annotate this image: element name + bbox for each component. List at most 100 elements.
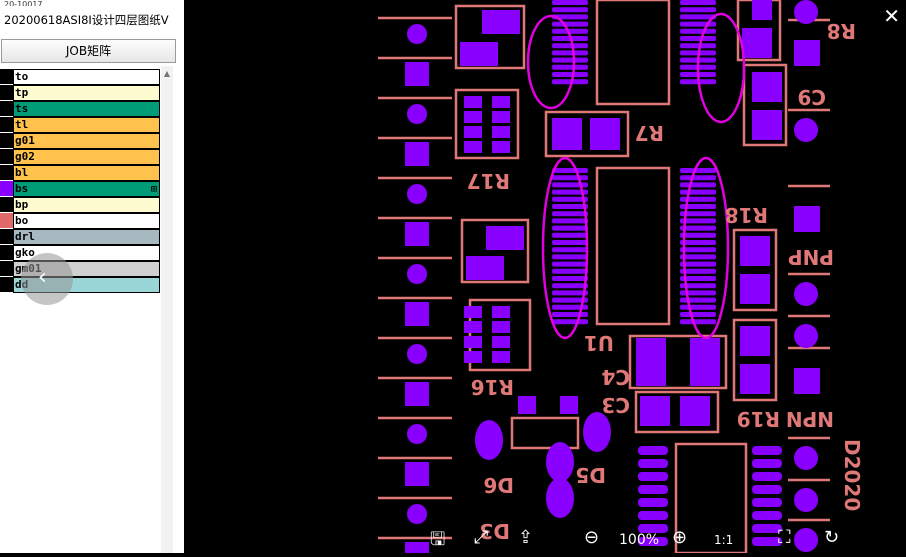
close-icon[interactable]: ✕ [883, 4, 900, 28]
round-pad [407, 24, 427, 44]
layer-row-to[interactable]: to [0, 69, 160, 85]
ic-pin [680, 0, 716, 5]
ic-pin [752, 459, 782, 468]
array-pad [492, 336, 510, 348]
refdes-label: R18 [725, 203, 768, 227]
round-pad [794, 324, 818, 348]
component-outline [454, 88, 520, 160]
refdes-label: D3 [479, 519, 510, 543]
ic-pin [680, 261, 716, 267]
refdes-label: R7 [635, 121, 664, 145]
round-pad [794, 528, 818, 552]
ic-pin [680, 175, 716, 181]
ic-pin [552, 218, 588, 224]
ic-pin [552, 312, 588, 317]
layer-color-swatch[interactable] [0, 229, 13, 244]
layer-color-swatch[interactable] [0, 213, 13, 228]
component-outline [628, 334, 728, 390]
component-outline [742, 63, 788, 147]
ic-pin [552, 211, 588, 217]
expand-icon[interactable]: ⊞ [150, 184, 157, 195]
smd-pad [460, 42, 498, 66]
square-pad [405, 222, 429, 246]
job-matrix-button[interactable]: JOB矩阵 [1, 39, 176, 63]
chevron-left-icon: ‹ [38, 265, 47, 290]
layer-row-bo[interactable]: bo [0, 213, 160, 229]
layer-color-swatch[interactable] [0, 149, 13, 164]
layer-color-swatch[interactable] [0, 277, 13, 292]
layer-row-g02[interactable]: g02 [0, 149, 160, 165]
layer-row-tl[interactable]: tl [0, 117, 160, 133]
layer-color-swatch[interactable] [0, 133, 13, 148]
actual-size-button[interactable]: 1:1 [714, 533, 734, 547]
ic-pin [680, 182, 716, 188]
smd-pad [482, 10, 520, 34]
layer-color-swatch[interactable] [0, 245, 13, 260]
ic-pin [680, 268, 716, 274]
refdes-label: R19 [737, 407, 780, 431]
smd-pad [680, 396, 710, 426]
ic-pin [552, 225, 588, 231]
refdes-label: C4 [601, 365, 630, 389]
zoom-in-icon[interactable]: ⊕ [672, 527, 688, 548]
round-pad [794, 488, 818, 512]
array-pad [464, 96, 482, 108]
layer-color-swatch[interactable] [0, 181, 13, 196]
layer-name: g02 [13, 149, 160, 165]
rotate-icon[interactable]: ↻ [824, 527, 840, 548]
save-icon[interactable]: 🖫 [430, 529, 446, 550]
layer-scrollbar[interactable]: ▲ [161, 66, 173, 553]
ic-pin [680, 232, 716, 238]
layer-color-swatch[interactable] [0, 69, 13, 84]
scroll-up-icon[interactable]: ▲ [163, 69, 171, 78]
layer-color-swatch[interactable] [0, 197, 13, 212]
layer-name: g01 [13, 133, 160, 149]
round-pad [407, 424, 427, 444]
layer-color-swatch[interactable] [0, 165, 13, 180]
smd-pad [752, 0, 772, 20]
refdes-label: C3 [601, 393, 630, 417]
layer-color-swatch[interactable] [0, 85, 13, 100]
zoom-out-icon[interactable]: ⊖ [584, 527, 600, 548]
array-pad [492, 111, 510, 123]
array-pad [492, 141, 510, 153]
prev-nav-button[interactable]: ‹ [21, 253, 73, 305]
fit-icon[interactable]: ⛶ [778, 527, 791, 548]
layer-row-gko[interactable]: gko [0, 245, 160, 261]
share-icon[interactable]: ⇪ [518, 527, 534, 548]
square-pad [794, 40, 820, 66]
refdes-label: R17 [467, 169, 510, 193]
round-pad [407, 264, 427, 284]
ic-pin [552, 0, 588, 5]
ic-pin [552, 43, 588, 49]
ic-pin [680, 304, 716, 310]
layer-name: ts [13, 101, 160, 117]
layer-row-bs[interactable]: bs⊞ [0, 181, 160, 197]
component-outline [544, 110, 630, 158]
ic-pin [638, 511, 668, 520]
smd-pad [690, 338, 720, 386]
export-icon[interactable]: ⤢ [474, 527, 489, 548]
round-pad [794, 282, 818, 306]
ic-pin [680, 225, 716, 231]
ic-pin [680, 240, 716, 245]
ic-pin [680, 196, 716, 202]
square-pad [405, 142, 429, 166]
layer-row-tp[interactable]: tp [0, 85, 160, 101]
layer-row-ts[interactable]: ts [0, 101, 160, 117]
layer-row-drl[interactable]: drl [0, 229, 160, 245]
ic-pin [680, 290, 716, 296]
layer-color-swatch[interactable] [0, 261, 13, 276]
layer-color-swatch[interactable] [0, 101, 13, 116]
layer-row-g01[interactable]: g01 [0, 133, 160, 149]
layer-row-bp[interactable]: bp [0, 197, 160, 213]
ic-pin [680, 7, 716, 13]
ic-pin [552, 175, 588, 181]
layer-row-bl[interactable]: bl [0, 165, 160, 181]
ic-pin [552, 50, 588, 56]
component-outline [510, 416, 580, 450]
ic-pin [680, 283, 716, 289]
layer-color-swatch[interactable] [0, 117, 13, 132]
